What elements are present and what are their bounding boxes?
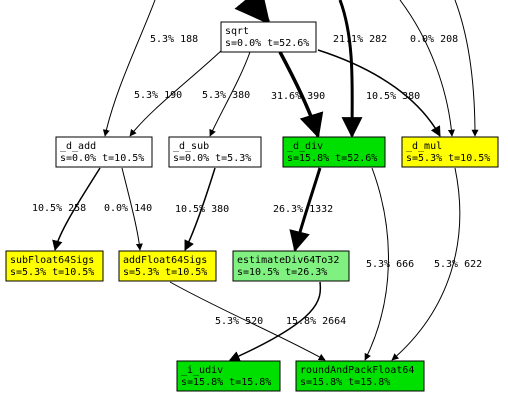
edge-label-add-addsigs: 0.0% 140 — [104, 203, 152, 214]
edge-top-to-d-mul-b — [454, 0, 479, 137]
node-d-mul-stats: s=5.3% t=10.5% — [406, 153, 490, 164]
edge-sqrt-to-d-mul — [317, 49, 441, 137]
edge-label-top-mul: 0.0% 208 — [410, 34, 458, 45]
edge-label-sqrt-add: 5.3% 190 — [134, 90, 182, 101]
node-addfloat64sigs-name: addFloat64Sigs — [123, 255, 207, 266]
edge-d-mul-to-round — [391, 167, 461, 361]
edge-label-sqrt-mul: 10.5% 380 — [366, 91, 420, 102]
edge-d-add-to-subsigs — [52, 167, 101, 252]
node-d-mul-name: _d_mul — [406, 141, 442, 152]
edge-label-div-round: 5.3% 666 — [366, 259, 414, 270]
edge-sqrt-to-d-sub — [209, 51, 251, 137]
node-subfloat64sigs[interactable]: subFloat64Sigs s=5.3% t=10.5% — [5, 250, 104, 282]
edge-label-sqrt-sub: 5.3% 380 — [202, 90, 250, 101]
node-estimatediv64to32-name: estimateDiv64To32 — [237, 255, 339, 266]
edge-into-sqrt — [234, 0, 271, 25]
edge-label-mul-round: 5.3% 622 — [434, 259, 482, 270]
edge-top-to-d-add — [102, 0, 156, 137]
edge-label-sub-addsigs: 10.5% 380 — [175, 204, 229, 215]
edge-top-to-d-div — [338, 0, 363, 139]
node-estimatediv64to32-stats: s=10.5% t=26.3% — [237, 267, 327, 278]
edge-addsigs-to-round — [169, 281, 326, 361]
edge-label-div-est: 26.3% 1332 — [273, 204, 333, 215]
edge-d-add-to-addsigs — [121, 167, 143, 251]
edge-sqrt-to-d-add — [129, 49, 223, 137]
edge-label-sqrt-div: 31.6% 390 — [271, 91, 325, 102]
node-d-mul[interactable]: _d_mul s=5.3% t=10.5% — [401, 136, 499, 168]
edges — [52, 0, 479, 361]
node-d-div-stats: s=15.8% t=52.6% — [287, 153, 377, 164]
edge-label-top-div: 21.1% 282 — [333, 34, 387, 45]
edge-label-addsigs-round: 5.3% 520 — [215, 316, 263, 327]
edge-top-to-d-mul-a — [399, 0, 455, 137]
node-d-sub-name: _d_sub — [173, 141, 209, 152]
node-d-div-name: _d_div — [287, 141, 323, 152]
node-i-udiv-stats: s=15.8% t=15.8% — [181, 377, 271, 388]
edge-d-div-to-round — [364, 167, 389, 361]
node-roundandpackfloat64-name: roundAndPackFloat64 — [300, 365, 414, 376]
edge-d-div-to-estimate — [289, 167, 322, 253]
node-d-add[interactable]: _d_add s=0.0% t=10.5% — [55, 136, 153, 168]
node-sqrt-stats: s=0.0% t=52.6% — [225, 38, 309, 49]
edge-sqrt-to-d-div — [278, 51, 324, 139]
node-subfloat64sigs-stats: s=5.3% t=10.5% — [10, 267, 94, 278]
node-sqrt-name: sqrt — [225, 26, 249, 37]
node-roundandpackfloat64[interactable]: roundAndPackFloat64 s=15.8% t=15.8% — [295, 360, 425, 392]
edge-labels: 5.3% 188 21.1% 282 0.0% 208 5.3% 190 5.3… — [32, 34, 482, 327]
edge-label-est-udiv: 15.8% 2664 — [286, 316, 346, 327]
node-addfloat64sigs[interactable]: addFloat64Sigs s=5.3% t=10.5% — [118, 250, 217, 282]
node-roundandpackfloat64-stats: s=15.8% t=15.8% — [300, 377, 390, 388]
node-i-udiv[interactable]: _i_udiv s=15.8% t=15.8% — [176, 360, 281, 392]
node-sqrt[interactable]: sqrt s=0.0% t=52.6% — [220, 21, 317, 53]
edge-d-sub-to-addsigs — [184, 167, 216, 251]
node-d-add-stats: s=0.0% t=10.5% — [60, 153, 144, 164]
node-i-udiv-name: _i_udiv — [181, 365, 223, 376]
node-estimatediv64to32[interactable]: estimateDiv64To32 s=10.5% t=26.3% — [232, 250, 350, 282]
node-d-add-name: _d_add — [60, 141, 96, 152]
node-d-div[interactable]: _d_div s=15.8% t=52.6% — [282, 136, 386, 168]
node-addfloat64sigs-stats: s=5.3% t=10.5% — [123, 267, 207, 278]
edge-label-add-subsigs: 10.5% 258 — [32, 203, 86, 214]
nodes: sqrt s=0.0% t=52.6% _d_add s=0.0% t=10.5… — [5, 21, 499, 392]
edge-label-top-left: 5.3% 188 — [150, 34, 198, 45]
node-d-sub[interactable]: _d_sub s=0.0% t=5.3% — [168, 136, 262, 168]
node-d-sub-stats: s=0.0% t=5.3% — [173, 153, 251, 164]
edge-estimate-to-udiv — [229, 281, 322, 361]
node-subfloat64sigs-name: subFloat64Sigs — [10, 255, 94, 266]
